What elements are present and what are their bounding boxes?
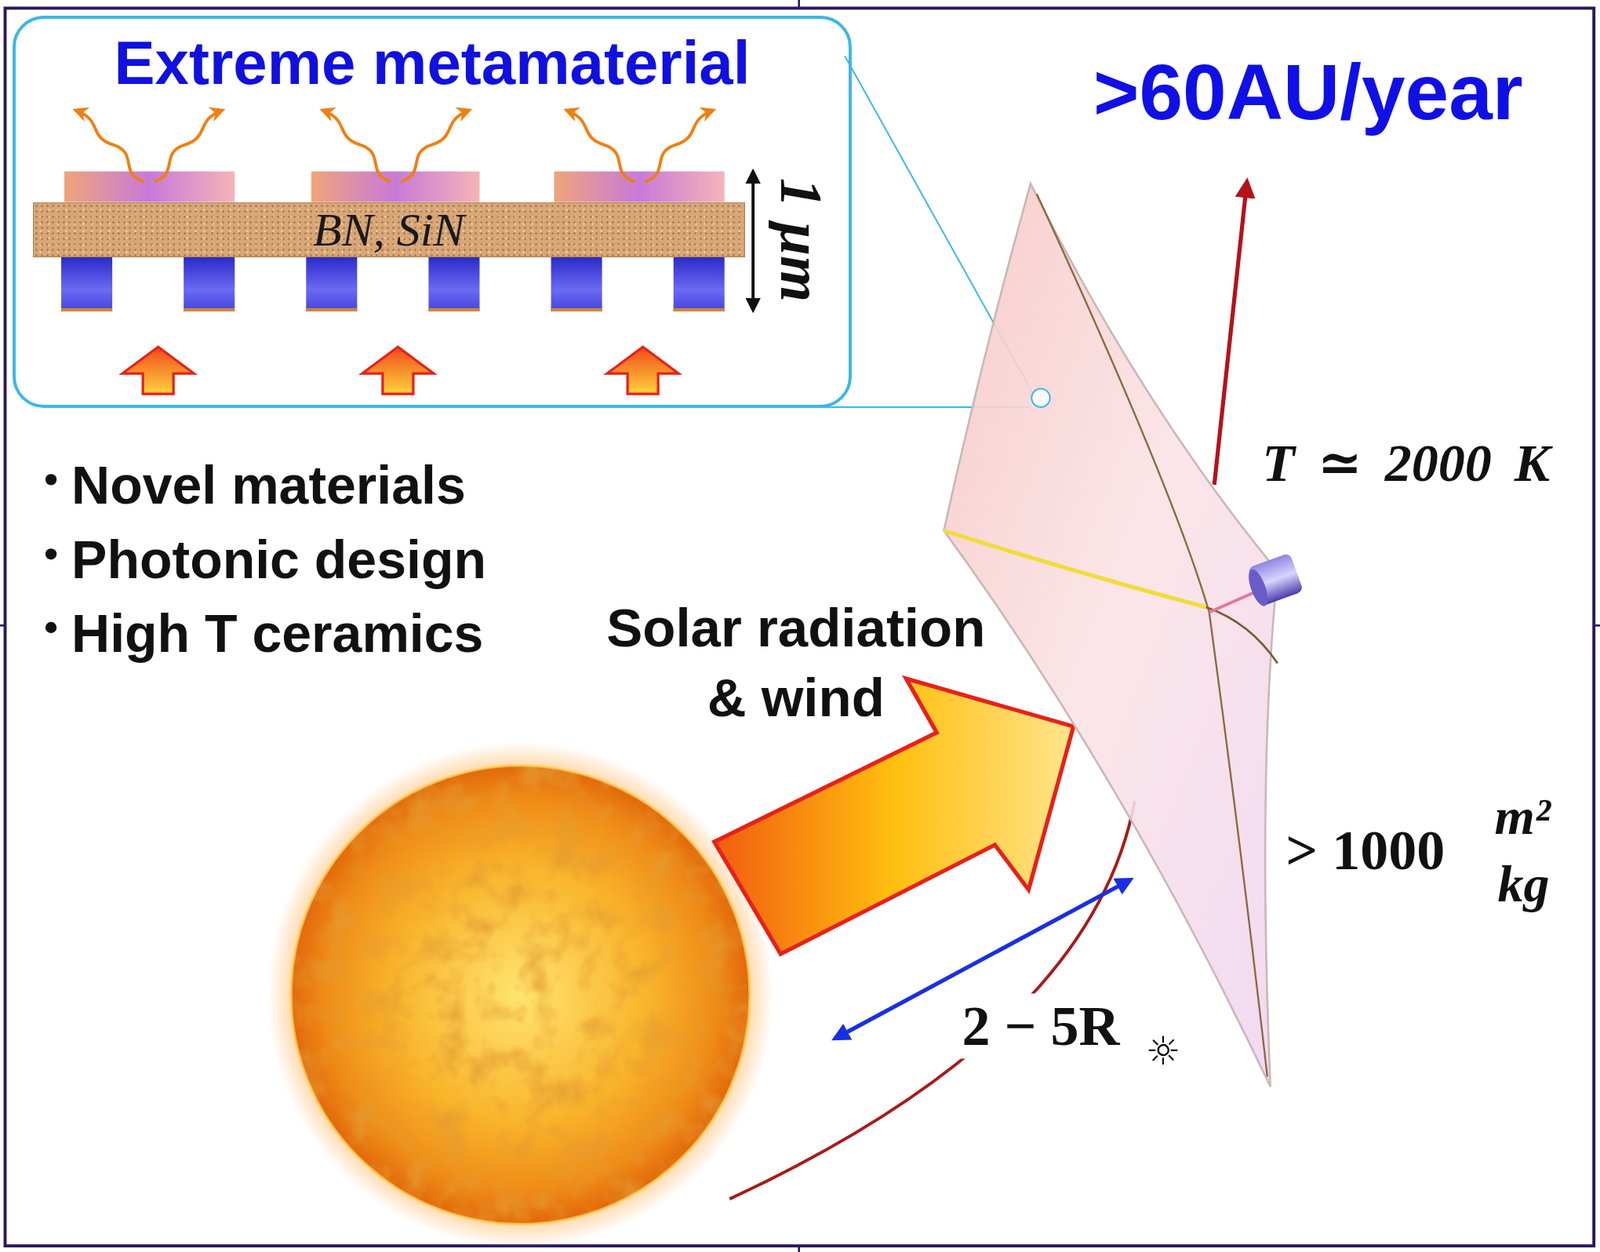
bullet-item: Photonic design [71,528,487,590]
velocity-arrow [1214,181,1248,485]
unit-numerator: m² [1494,786,1551,847]
membrane-layer: BN, SiN [32,202,746,258]
bullet-item: High T ceramics [71,602,484,664]
outer-frame [5,7,1595,1246]
inset-panel: Extreme metamaterialBN, SiN [12,15,853,409]
speed-label: >60AU/year [1093,47,1524,138]
bullet-dots [45,473,57,633]
solar-sail [943,183,1304,1087]
bullet-item: Novel materials [71,454,466,516]
distance-label: 2 − 5R [957,992,1125,1059]
thickness-dimension: 1 μm [767,178,836,302]
sun [267,741,774,1248]
area-ratio-value: > 1000 [1285,817,1445,883]
layer-label: BN, SiN [312,203,465,256]
temperature-label: T ≃ 2000 K [1261,430,1550,495]
radiation-label: Solar radiation & wind [593,592,998,734]
sun-symbol: ☼ [1145,1028,1182,1074]
panel-title: Extreme metamaterial [114,28,751,99]
unit-denominator: kg [1497,854,1550,914]
